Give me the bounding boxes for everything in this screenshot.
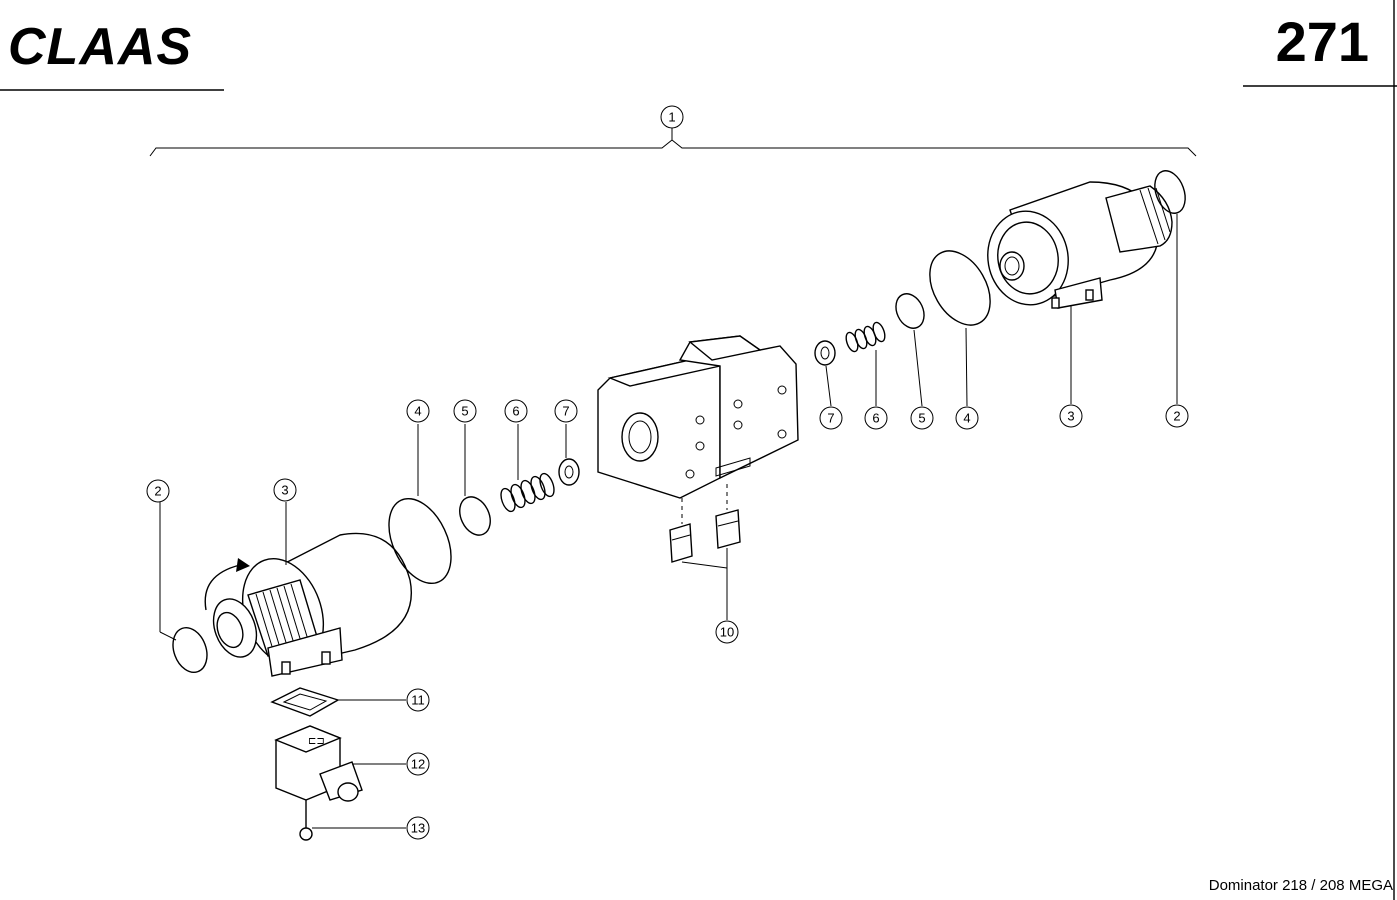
- callout-1: 1: [660, 105, 684, 129]
- svg-text:3: 3: [281, 483, 288, 498]
- right-o-ring-2: [1154, 170, 1186, 214]
- page-number: 271: [1275, 10, 1369, 73]
- brand-wordmark: CLAAS: [8, 22, 192, 66]
- svg-text:4: 4: [963, 411, 970, 426]
- callout-2-left: 2: [146, 479, 170, 503]
- svg-text:7: 7: [827, 411, 834, 426]
- svg-text:2: 2: [1173, 409, 1180, 424]
- callout-5-right: 5: [910, 406, 934, 430]
- svg-text:5: 5: [461, 404, 468, 419]
- valve-housing: [597, 335, 799, 499]
- callout-13: 13: [406, 816, 430, 840]
- callout-10: 10: [715, 620, 739, 644]
- left-solenoid-coil: [204, 532, 412, 677]
- model-footer: Dominator 218 / 208 MEGA: [1208, 877, 1393, 894]
- svg-text:7: 7: [562, 404, 569, 419]
- left-o-ring-5: [459, 496, 491, 536]
- svg-text:13: 13: [411, 821, 425, 836]
- svg-text:6: 6: [872, 411, 879, 426]
- screw-13: [299, 800, 313, 841]
- svg-text:10: 10: [720, 625, 734, 640]
- svg-text:⊏⊐: ⊏⊐: [308, 736, 325, 747]
- callout-2-right: 2: [1165, 404, 1189, 428]
- callout-6-left: 6: [504, 399, 528, 423]
- left-o-ring-4: [388, 497, 452, 585]
- callout-11: 11: [406, 688, 430, 712]
- callout-7-right: 7: [819, 406, 843, 430]
- right-o-ring-5: [895, 293, 925, 329]
- right-spring-6: [845, 321, 886, 353]
- svg-text:1: 1: [668, 110, 675, 125]
- connector-plug-12: ⊏⊐: [274, 725, 363, 802]
- svg-text:3: 3: [1067, 409, 1074, 424]
- fitting-10: [669, 484, 741, 563]
- left-washer-7: [558, 458, 580, 486]
- claas-logo: CLAAS: [8, 22, 192, 66]
- right-solenoid-coil: [987, 181, 1173, 309]
- svg-text:4: 4: [414, 404, 421, 419]
- svg-text:2: 2: [154, 484, 161, 499]
- leader-lines: [159, 128, 1178, 829]
- callout-3-left: 3: [273, 478, 297, 502]
- right-washer-7: [814, 340, 836, 366]
- callout-6-right: 6: [864, 406, 888, 430]
- assembly-bracket: [149, 139, 1197, 157]
- callout-7-left: 7: [554, 399, 578, 423]
- callout-5-left: 5: [453, 399, 477, 423]
- svg-text:5: 5: [918, 411, 925, 426]
- svg-text:11: 11: [411, 693, 425, 708]
- svg-text:12: 12: [411, 757, 425, 772]
- left-spring-6: [500, 472, 555, 513]
- svg-text:6: 6: [512, 404, 519, 419]
- callout-3-right: 3: [1059, 404, 1083, 428]
- callout-4-right: 4: [955, 406, 979, 430]
- callout-12: 12: [406, 752, 430, 776]
- right-o-ring-4: [929, 250, 991, 326]
- callout-4-left: 4: [406, 399, 430, 423]
- left-o-ring-2: [172, 627, 208, 673]
- gasket-11: [270, 687, 340, 717]
